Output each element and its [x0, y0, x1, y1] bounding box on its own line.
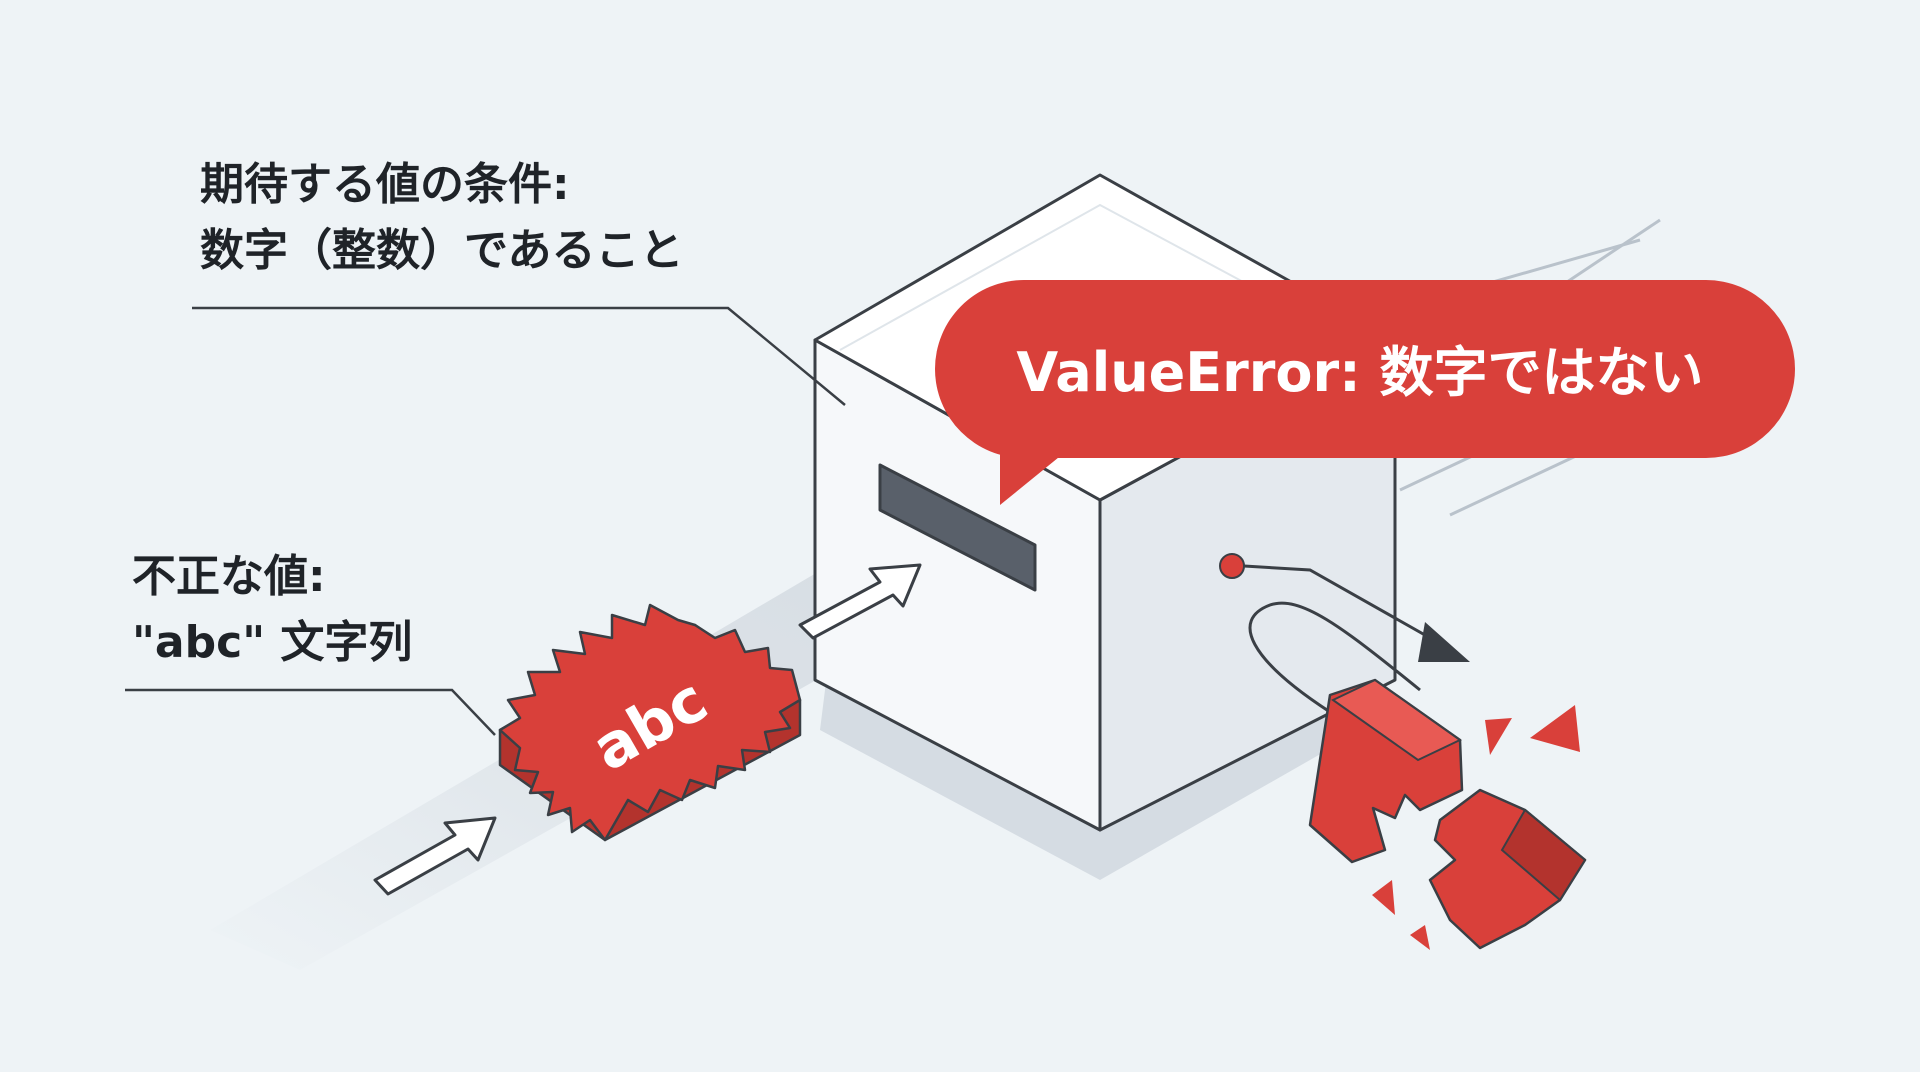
- broken-block-icon: [1308, 678, 1587, 950]
- invalid-value-line2: "abc" 文字列: [132, 617, 413, 668]
- crack-shard-icon: [1372, 705, 1580, 950]
- expected-condition-label: 期待する値の条件: 数字（整数）であること: [200, 152, 684, 284]
- error-indicator: [1219, 553, 1470, 662]
- input-slot: [878, 463, 1037, 592]
- error-message-text: ValueError: 数字ではない: [1016, 341, 1704, 404]
- arrow-right-icon: [798, 563, 922, 640]
- arrow-right-icon: [373, 816, 497, 896]
- invalid-input-token: [498, 603, 802, 842]
- expected-condition-line1: 期待する値の条件:: [200, 159, 570, 210]
- invalid-value-line1: 不正な値:: [132, 551, 326, 602]
- error-speech-bubble: [935, 280, 1795, 505]
- leader-lines: [125, 306, 846, 736]
- expected-condition-line2: 数字（整数）であること: [200, 225, 684, 276]
- box-floor-shadow: [820, 640, 1380, 880]
- arrow-head-icon: [1418, 622, 1470, 662]
- invalid-value-label: 不正な値: "abc" 文字列: [132, 544, 412, 676]
- ejection-outlet: [1248, 601, 1421, 714]
